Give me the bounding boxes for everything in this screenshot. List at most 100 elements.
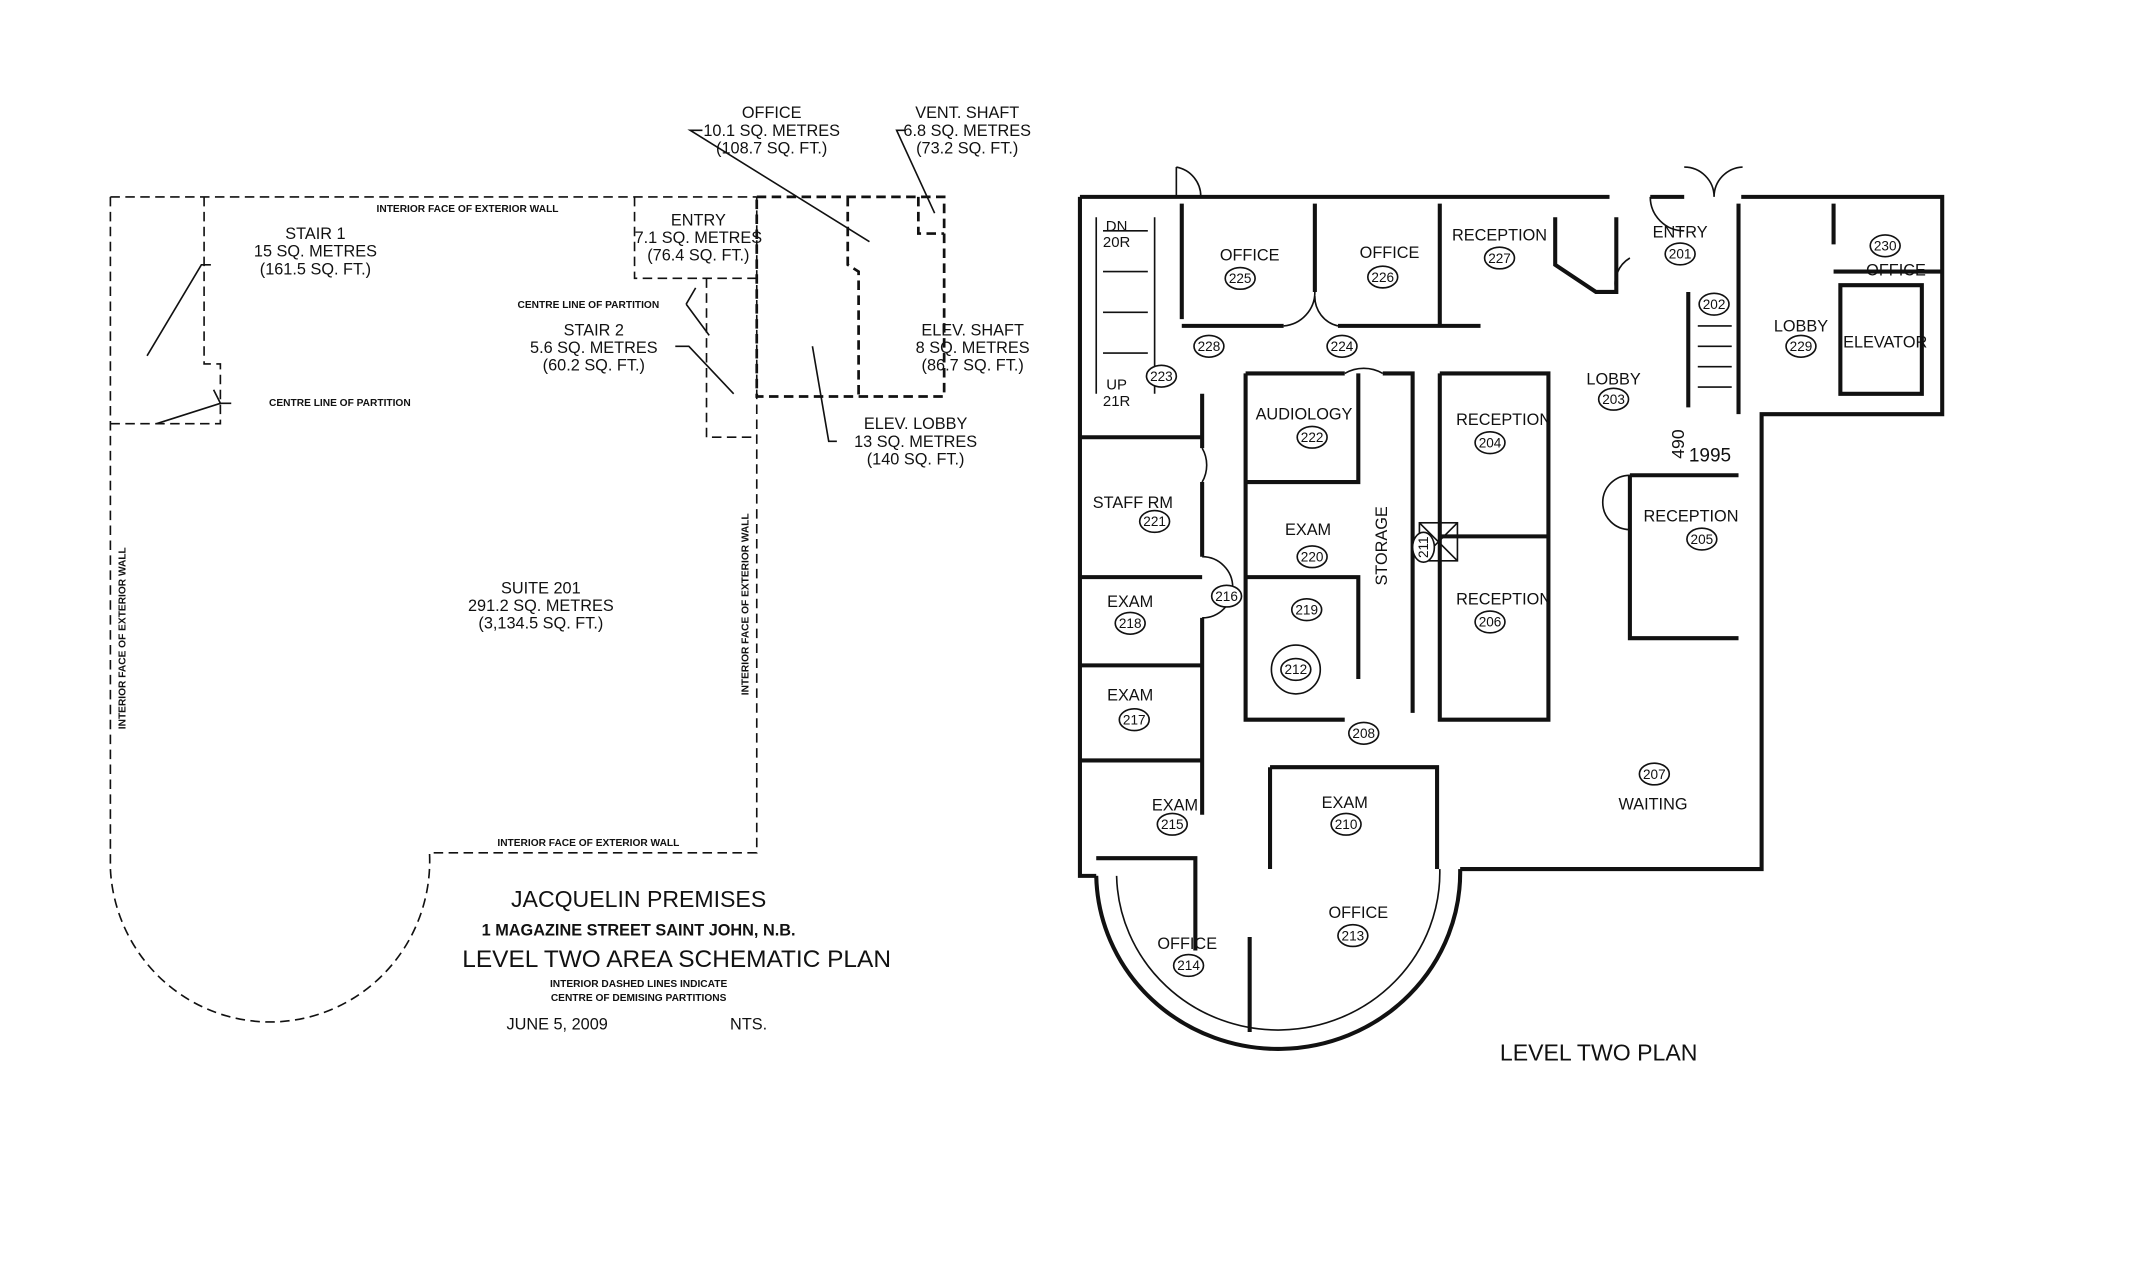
stair-up-risers: 21R (1103, 393, 1131, 410)
room-number-oval (1638, 762, 1671, 786)
room-name: EXAM (1152, 797, 1198, 815)
callout-area-metres: 13 SQ. METRES (854, 433, 977, 451)
room-number-oval (1411, 531, 1436, 563)
room: 216 (1210, 584, 1243, 608)
leader-lines (146, 129, 936, 443)
room-number-oval (1347, 721, 1380, 745)
room-number: 229 (1790, 339, 1813, 354)
project-name: JACQUELIN PREMISES (511, 886, 766, 912)
room-number-tag: 206 (1474, 610, 1506, 634)
room-number-tag: 215 (1156, 812, 1189, 836)
room-number-oval (1785, 334, 1817, 358)
callout-area-feet: (86.7 SQ. FT.) (922, 357, 1024, 375)
wall-label-left: INTERIOR FACE OF EXTERIOR WALL (117, 547, 128, 729)
room-number: 202 (1703, 297, 1726, 312)
room: 208 (1347, 721, 1380, 745)
room-number-tag: 204 (1474, 430, 1506, 455)
room-number: 213 (1342, 928, 1365, 943)
room-number-oval (1664, 242, 1696, 266)
room-name: OFFICE (1328, 904, 1388, 922)
room-name: STAFF RM (1093, 494, 1173, 512)
room-number-oval (1280, 657, 1312, 682)
room-number: 217 (1123, 712, 1146, 727)
room-name: ENTRY (1653, 224, 1708, 242)
room-number-tag: 213 (1337, 923, 1369, 948)
stair-down-risers: 20R (1103, 234, 1131, 251)
callout-name: OFFICE (742, 104, 802, 122)
room-number: 203 (1602, 392, 1625, 407)
stair-2-partition (705, 278, 757, 439)
room-number: 221 (1143, 514, 1166, 529)
wall-label-bottom: INTERIOR FACE OF EXTERIOR WALL (497, 838, 679, 849)
room-number-oval (1296, 545, 1328, 569)
room-number-oval (1145, 364, 1178, 388)
room-number: 201 (1669, 247, 1692, 262)
room-number-tag: 224 (1326, 334, 1358, 358)
room-number-oval (1193, 334, 1225, 358)
dimension-vertical: 490 (1668, 429, 1688, 459)
room-number-oval (1337, 923, 1369, 948)
callout-name: STAIR 2 (564, 321, 624, 339)
room-number: 226 (1371, 270, 1394, 285)
area-callout: STAIR 25.6 SQ. METRES(60.2 SQ. FT.) (530, 321, 658, 374)
room-number-oval (1156, 812, 1189, 836)
room: 224 (1326, 334, 1358, 358)
room-number-tag: 218 (1114, 611, 1146, 635)
room: 223 (1145, 364, 1178, 388)
room-number-tag: 207 (1638, 762, 1671, 786)
room-number: 216 (1215, 589, 1238, 604)
room-number-oval (1686, 527, 1718, 551)
room-number: 224 (1331, 339, 1354, 354)
room-number-oval (1138, 509, 1171, 534)
callout-area-metres: 10.1 SQ. METRES (703, 122, 840, 140)
room-number: 225 (1229, 271, 1252, 286)
room-number-tag: 223 (1145, 364, 1178, 388)
room-name: ELEVATOR (1843, 334, 1927, 352)
wall-label-top: INTERIOR FACE OF EXTERIOR WALL (377, 204, 559, 215)
room-name: RECEPTION (1643, 507, 1738, 525)
walls (1077, 194, 1945, 1052)
room: 228 (1193, 334, 1225, 358)
room-name: EXAM (1322, 794, 1368, 812)
room-name: RECEPTION (1456, 590, 1551, 608)
room-number-oval (1224, 266, 1256, 291)
room-number-tag: 219 (1290, 598, 1323, 622)
room-name: EXAM (1285, 521, 1331, 539)
elevator-area-outline (755, 195, 946, 398)
room-number: 218 (1119, 616, 1142, 631)
room-number-tag: 205 (1686, 527, 1718, 551)
room-name: EXAM (1107, 687, 1153, 705)
room-name: AUDIOLOGY (1256, 406, 1353, 424)
room-number-oval (1483, 246, 1516, 270)
room-name: OFFICE (1220, 247, 1280, 265)
callout-area-feet: (60.2 SQ. FT.) (543, 357, 645, 375)
room-number: 220 (1301, 549, 1324, 564)
room-number: 208 (1352, 726, 1375, 741)
room-number: 204 (1479, 435, 1502, 450)
room-number-tag: 216 (1210, 584, 1243, 608)
room: 212 (1280, 657, 1312, 682)
room: OFFICE 213 (1328, 904, 1388, 948)
stair-down-label: DN (1106, 218, 1128, 235)
room-number-tag: 221 (1138, 509, 1171, 534)
plan-title: LEVEL TWO PLAN (1500, 1040, 1698, 1066)
drawing-title: LEVEL TWO AREA SCHEMATIC PLAN (462, 946, 891, 973)
room-name: RECEPTION (1452, 226, 1547, 244)
room-number-tag: 230 (1869, 234, 1901, 258)
room: ENTRY 201 (1653, 224, 1708, 266)
area-callout: STAIR 115 SQ. METRES(161.5 SQ. FT.) (254, 225, 377, 278)
room: EXAM 217 (1107, 687, 1153, 732)
room-number-tag: 211 (1411, 531, 1436, 563)
room-number: 207 (1643, 767, 1666, 782)
room-number: 211 (1416, 536, 1431, 558)
room-number: 206 (1479, 615, 1502, 630)
drawing-scale: NTS. (730, 1015, 767, 1033)
room-number-oval (1698, 292, 1730, 316)
room: ELEVATOR (1843, 334, 1927, 352)
